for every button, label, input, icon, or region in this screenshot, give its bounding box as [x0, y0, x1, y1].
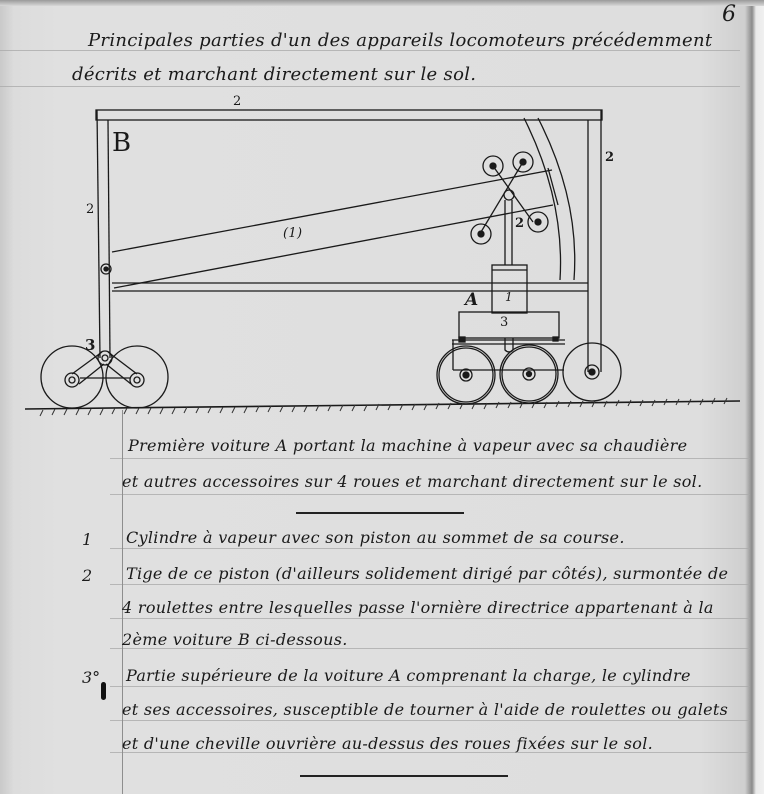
item-number: 1: [82, 530, 93, 549]
item-line: et ses accessoires, susceptible de tourn…: [122, 700, 729, 719]
section-separator: [300, 775, 508, 777]
locomotive-diagram: [24, 109, 741, 417]
frame-top-beam: [95, 109, 603, 121]
ruled-line: [110, 494, 750, 495]
ruled-line: [110, 548, 750, 549]
ruled-line: [110, 752, 750, 753]
frame-left-label: 2: [86, 202, 95, 217]
vehicle-a-label: A: [465, 290, 479, 310]
cylinder-label: 1: [505, 290, 513, 304]
ruled-line: [110, 618, 750, 619]
item-line: Partie supérieure de la voiture A compre…: [126, 666, 691, 685]
item-number: 3°: [82, 668, 101, 687]
ruled-line: [110, 458, 750, 459]
frame-right-label: 2: [605, 150, 615, 165]
heading-line-2: décrits et marchant directement sur le s…: [72, 64, 477, 85]
ruled-line: [110, 686, 750, 687]
item-line: Cylindre à vapeur avec son piston au som…: [126, 528, 625, 547]
bogie-label: 3: [85, 336, 96, 354]
ruled-line: [110, 720, 750, 721]
intro-line-1: Première voiture A portant la machine à …: [128, 436, 688, 455]
heading-line-1: Principales parties d'un des appareils l…: [88, 30, 713, 51]
rod-label: 2: [515, 216, 525, 231]
base-label: 3: [500, 315, 509, 330]
page-number: 6: [722, 2, 736, 27]
beam-label: (1): [283, 226, 303, 241]
frame-top-label: 2: [233, 94, 242, 109]
ruled-line: [0, 86, 740, 87]
intro-line-2: et autres accessoires sur 4 roues et mar…: [122, 472, 703, 491]
margin-line: [122, 410, 123, 794]
ink-blot: [101, 682, 106, 700]
section-separator: [296, 512, 464, 514]
vehicle-b-label: B: [112, 128, 132, 158]
ruled-line: [0, 50, 740, 51]
item-line: 2ème voiture B ci-dessous.: [122, 630, 348, 649]
item-number: 2: [82, 566, 93, 585]
ruled-line: [110, 584, 750, 585]
page-top-edge: [0, 0, 764, 6]
item-line: Tige de ce piston (d'ailleurs solidement…: [126, 564, 729, 583]
item-line: 4 roulettes entre lesquelles passe l'orn…: [122, 598, 714, 617]
item-line: et d'une cheville ouvrière au-dessus des…: [122, 734, 653, 753]
ruled-line: [110, 648, 750, 649]
